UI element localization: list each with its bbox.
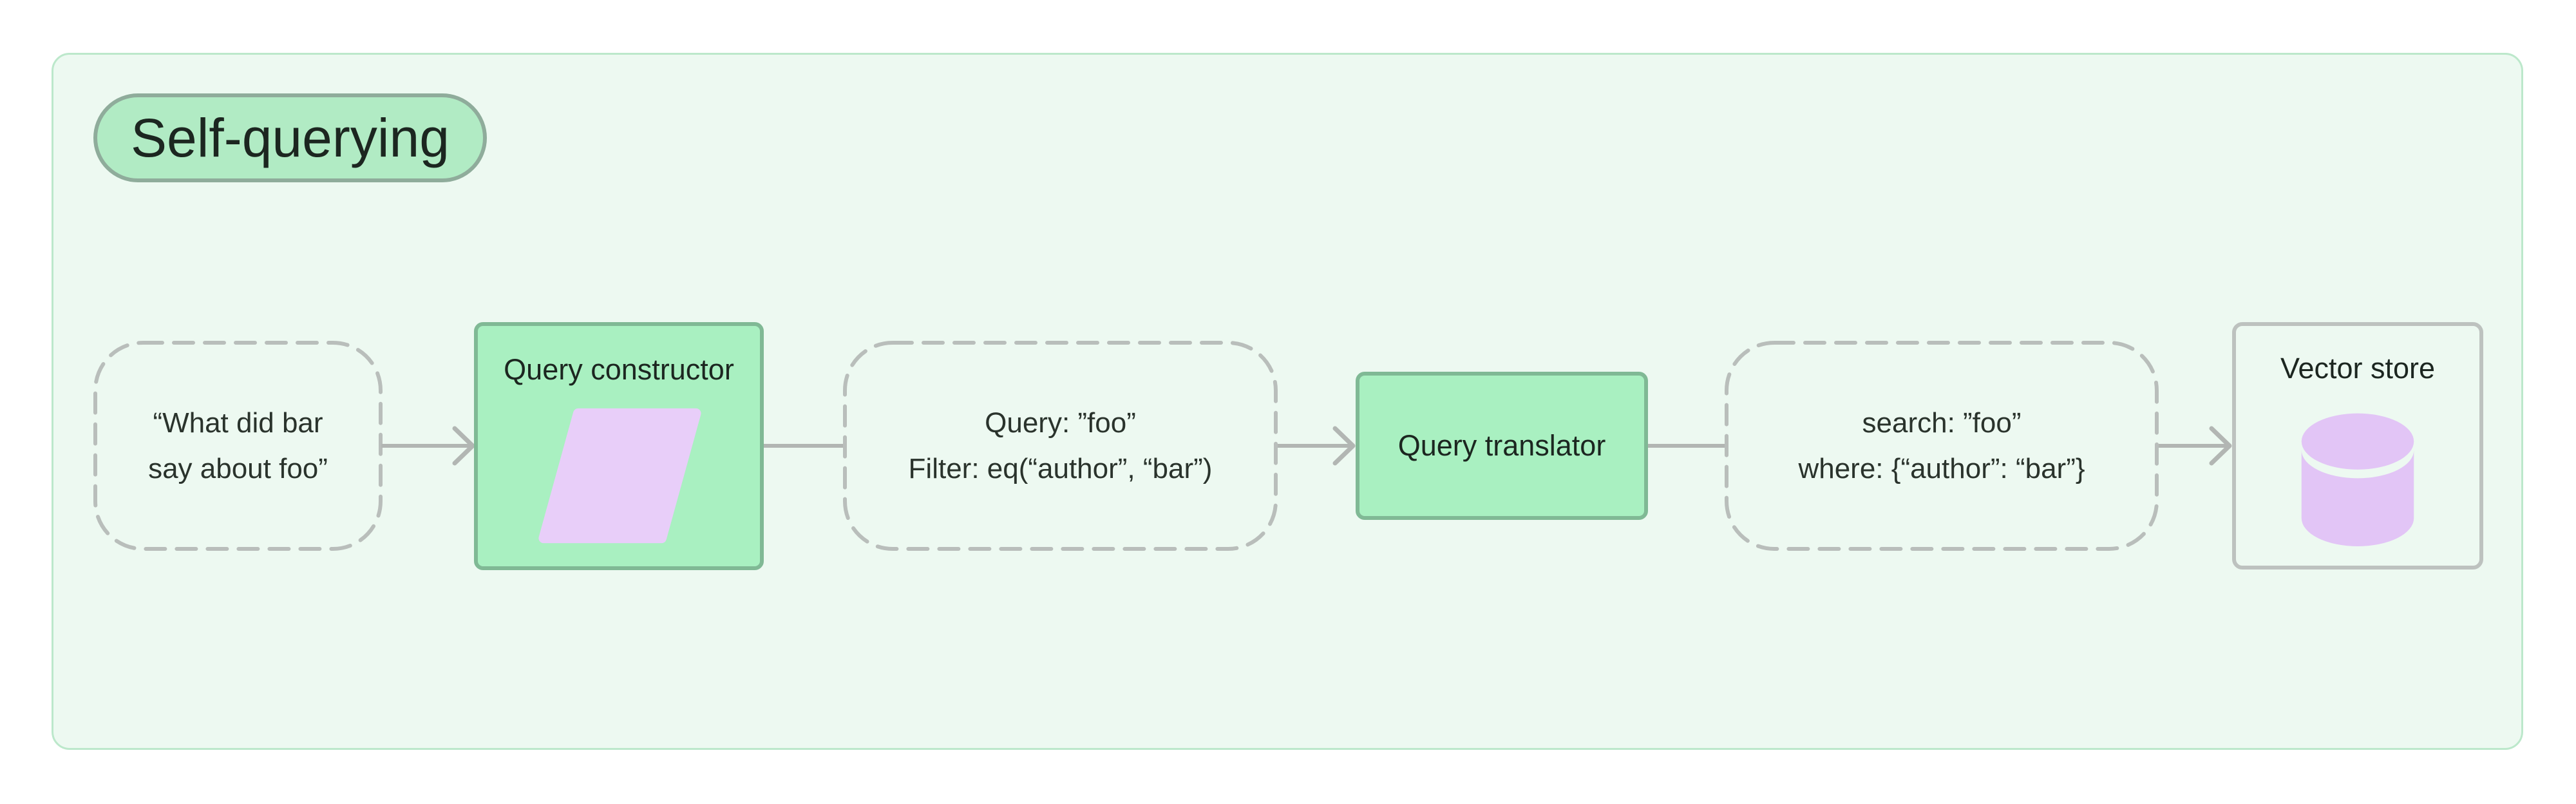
arrow-icon bbox=[381, 426, 475, 466]
structured-query-line2: Filter: eq(“author”, “bar”) bbox=[908, 453, 1213, 484]
flow-arrow-5 bbox=[2159, 420, 2232, 472]
arrow-icon bbox=[1278, 426, 1356, 466]
query-translator-label: Query translator bbox=[1397, 429, 1606, 462]
flow-arrow-1 bbox=[381, 420, 475, 472]
line-icon bbox=[1648, 444, 1725, 448]
dashed-border bbox=[843, 341, 1278, 551]
diagram-title: Self-querying bbox=[131, 107, 450, 168]
translated-query-line1: search: ”foo” bbox=[1862, 407, 2022, 439]
arrow-icon bbox=[2159, 426, 2232, 466]
vector-store-label: Vector store bbox=[2280, 352, 2436, 385]
translated-query-node: search: ”foo” where: {“author”: “bar”} bbox=[1725, 341, 2159, 551]
dashed-border bbox=[93, 341, 383, 551]
vector-store-node: Vector store bbox=[2232, 322, 2483, 570]
flow-line-2 bbox=[764, 420, 843, 472]
structured-query-line1: Query: ”foo” bbox=[985, 407, 1136, 439]
database-icon bbox=[2301, 413, 2414, 546]
translated-query-line2: where: {“author”: “bar”} bbox=[1798, 453, 2085, 484]
diagram-title-badge: Self-querying bbox=[93, 93, 487, 182]
flow-arrow-3 bbox=[1278, 420, 1356, 472]
dashed-border bbox=[1725, 341, 2159, 551]
user-question-node: “What did bar say about foo” bbox=[93, 341, 383, 551]
flow-line-4 bbox=[1648, 420, 1725, 472]
query-constructor-label: Query constructor bbox=[504, 353, 734, 386]
query-translator-node: Query translator bbox=[1356, 372, 1648, 520]
user-question-line1: “What did bar bbox=[153, 407, 323, 439]
structured-query-node: Query: ”foo” Filter: eq(“author”, “bar”) bbox=[843, 341, 1278, 551]
parallelogram-icon bbox=[538, 408, 701, 544]
query-constructor-node: Query constructor bbox=[474, 322, 764, 570]
user-question-line2: say about foo” bbox=[148, 453, 328, 484]
line-icon bbox=[764, 444, 843, 448]
